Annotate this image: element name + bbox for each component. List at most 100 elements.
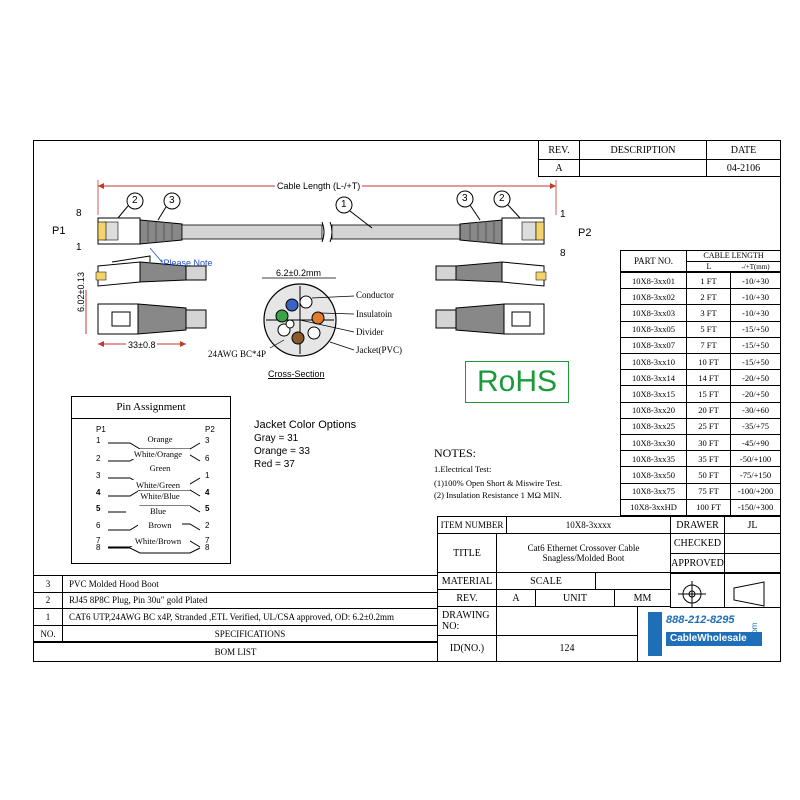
table-cell-tolerance: -10/+30 xyxy=(730,304,781,322)
drawer-label: DRAWER xyxy=(670,516,725,534)
logo-bar-icon xyxy=(648,612,662,656)
table-cell-tolerance: -45/+90 xyxy=(730,434,781,452)
table-cell-length: 7 FT xyxy=(686,336,731,354)
wire-color-label: White/Blue xyxy=(138,491,182,501)
pin-left-8: 8 xyxy=(96,543,101,552)
table-cell-part: 10X8-3xxHD xyxy=(620,498,687,516)
pin-assignment-box xyxy=(71,396,231,564)
label-conductor: Conductor xyxy=(356,290,394,300)
table-cell-part: 10X8-3xx07 xyxy=(620,336,687,354)
table-cell-tolerance: -15/+50 xyxy=(730,320,781,338)
pin-left-4: 4 xyxy=(96,488,101,497)
table-cell-length: 10 FT xyxy=(686,353,731,371)
table-cell-length: 2 FT xyxy=(686,288,731,306)
cable-length-subheader: L-/+T(mm) xyxy=(687,262,780,271)
table-cell-part: 10X8-3xx75 xyxy=(620,482,687,500)
table-cell-length: 14 FT xyxy=(686,369,731,387)
cross-section-title: Cross-Section xyxy=(268,369,325,379)
wire-color-label: Green xyxy=(138,463,182,473)
logo-name: CableWholesale xyxy=(666,632,762,646)
cable-length-header-text: CABLE LENGTH xyxy=(687,251,780,262)
note-line-2: (1)100% Open Short & Miswire Test. xyxy=(434,478,563,488)
jacket-orange: Orange = 33 xyxy=(254,446,310,457)
table-cell-part: 10X8-3xx50 xyxy=(620,466,687,484)
cablewholesale-logo: 888-212-8295 CableWholesale .com xyxy=(640,610,780,660)
callout-3-right: 3 xyxy=(462,193,468,204)
pin-left-7: 7 xyxy=(96,536,101,545)
table-cell-length: 100 FT xyxy=(686,498,731,516)
pin-right-2: 2 xyxy=(205,521,210,530)
logo-phone: 888-212-8295 xyxy=(666,614,735,626)
logo-domain: .com xyxy=(750,622,759,640)
table-cell-length: 50 FT xyxy=(686,466,731,484)
wire-color-label: Blue xyxy=(126,506,190,516)
notes-title: NOTES: xyxy=(434,446,476,460)
pin-right-3: 3 xyxy=(205,436,210,445)
table-cell-part: 10X8-3xx14 xyxy=(620,369,687,387)
table-cell-tolerance: -10/+30 xyxy=(730,272,781,290)
drawer-value: JL xyxy=(724,516,781,534)
wire-color-label: White/Orange xyxy=(126,449,190,459)
table-cell-length: 75 FT xyxy=(686,482,731,500)
table-cell-part: 10X8-3xx20 xyxy=(620,401,687,419)
rohs-badge: RoHS xyxy=(465,361,569,403)
arrow-right-icon xyxy=(550,183,556,189)
title-line-2: Snagless/Molded Boot xyxy=(542,553,625,563)
pin-p1: P1 xyxy=(96,425,106,434)
table-cell-part: 10X8-3xx10 xyxy=(620,353,687,371)
bom-header-spec: SPECIFICATIONS xyxy=(62,625,438,643)
right-bottom-connector xyxy=(435,303,545,335)
table-cell-length: 1 FT xyxy=(686,272,731,290)
table-cell-tolerance: -35/+75 xyxy=(730,417,781,435)
pin-left-3: 3 xyxy=(96,471,101,480)
callout-2-right: 2 xyxy=(499,193,505,204)
cable-length-label: Cable Length (L-/+T) xyxy=(275,181,363,191)
wire-color-label: White/Brown xyxy=(126,536,190,546)
table-cell-part: 10X8-3xx02 xyxy=(620,288,687,306)
table-cell-part: 10X8-3xx05 xyxy=(620,320,687,338)
table-cell-length: 25 FT xyxy=(686,417,731,435)
wire-color-label: Orange xyxy=(138,434,182,444)
bom-spec: CAT6 UTP,24AWG BC x4P, Stranded ,ETL Ver… xyxy=(62,608,438,626)
unit-value: MM xyxy=(614,589,671,607)
table-cell-part: 10X8-3xx35 xyxy=(620,450,687,468)
jacket-red: Red = 37 xyxy=(254,459,295,470)
scale-label: SCALE xyxy=(496,572,596,590)
jacket-gray: Gray = 31 xyxy=(254,433,299,444)
arrow-left-icon xyxy=(98,183,104,189)
pin1-right: 1 xyxy=(560,209,566,220)
left-side-connector xyxy=(95,255,207,287)
right-side-connector xyxy=(435,261,547,287)
pin-right-4: 4 xyxy=(205,488,210,497)
id-label: ID(NO.) xyxy=(437,635,497,662)
unit-label: UNIT xyxy=(535,589,615,607)
note-line-1: 1.Electrical Test: xyxy=(434,464,492,474)
pin-left-1: 1 xyxy=(96,436,101,445)
pin8-right: 8 xyxy=(560,248,566,259)
table-cell-tolerance: -10/+30 xyxy=(730,288,781,306)
bom-no: 1 xyxy=(33,608,63,626)
cross-dimension: 6.2±0.2mm xyxy=(276,268,321,278)
jacket-title: Jacket Color Options xyxy=(254,419,357,431)
sub-header-l: L xyxy=(706,262,712,271)
table-cell-length: 35 FT xyxy=(686,450,731,468)
right-top-connector xyxy=(459,217,545,245)
projection-symbol-icon xyxy=(678,581,765,607)
table-cell-length: 20 FT xyxy=(686,401,731,419)
label-insulation: Insulatoin xyxy=(356,309,392,319)
id-value: 124 xyxy=(496,635,638,662)
pin-assignment-title: Pin Assignment xyxy=(71,396,231,419)
pin-right-6: 6 xyxy=(205,454,210,463)
table-cell-tolerance: -100/+200 xyxy=(730,482,781,500)
dim-length: 33±0.8 xyxy=(126,340,158,350)
awg-label: 24AWG BC*4P xyxy=(208,349,267,359)
projection-cell xyxy=(670,572,725,608)
table-cell-part: 10X8-3xx01 xyxy=(620,272,687,290)
item-number-value: 10X8-3xxxx xyxy=(506,516,671,534)
wire-color-label: Brown xyxy=(138,520,182,530)
approved-label: APPROVED xyxy=(670,553,725,574)
table-cell-tolerance: -30/+60 xyxy=(730,401,781,419)
pin-left-2: 2 xyxy=(96,454,101,463)
table-cell-tolerance: -15/+50 xyxy=(730,336,781,354)
